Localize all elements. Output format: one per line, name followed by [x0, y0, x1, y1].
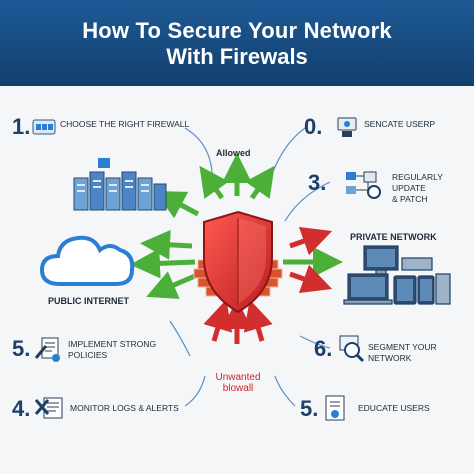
- title-line-2: With Firewals: [166, 44, 308, 69]
- step-3-label-line-1: REGULARLY UPDATE: [392, 172, 443, 193]
- step-4-number: 4.: [12, 396, 31, 421]
- server-rack-icon: [73, 158, 167, 211]
- firewall-shield-icon: [193, 210, 283, 314]
- step-5-educate-number: 5.: [300, 396, 319, 421]
- monitor-logs-icon: [34, 397, 63, 419]
- allowed-arrow-left-3: [130, 248, 196, 279]
- blocked-arrow-upright: [243, 299, 273, 342]
- step-5-policies-line-1: IMPLEMENT STRONG: [68, 339, 157, 349]
- step-3-label-line-2: & PATCH: [392, 194, 428, 204]
- allowed-arrow-upleft: [199, 165, 229, 200]
- step-0-number: 0.: [304, 114, 323, 139]
- firewall-choice-icon: [32, 119, 56, 135]
- allowed-label: Allowed: [216, 148, 251, 158]
- public-internet-label: PUBLIC INTERNET: [48, 296, 129, 306]
- step-6-label: SEGMENT YOUR NETWORK: [368, 342, 437, 363]
- educate-users-icon: [325, 395, 345, 421]
- allowed-arrows: [130, 153, 343, 344]
- secure-user-icon: [337, 117, 357, 137]
- step-5-educate-label: EDUCATE USERS: [358, 403, 430, 413]
- private-network-label: PRIVATE NETWORK: [350, 232, 437, 242]
- step-5-policies-number: 5.: [12, 336, 31, 361]
- unwanted-line-1: Unwanted: [215, 372, 261, 383]
- step-3-number: 3.: [308, 170, 327, 195]
- step-4-label: MONITOR LOGS & ALERTS: [70, 403, 179, 413]
- diagram-area: Allowed Unwanted blowall 1. CHOOSE THE R…: [0, 86, 474, 474]
- allowed-arrow-left-1: [154, 190, 200, 219]
- blocked-arrow-right-1: [289, 226, 333, 256]
- unwanted-line-2: blowall: [222, 383, 254, 394]
- unwanted-label: Unwanted blowall: [210, 372, 266, 394]
- title-banner: How To Secure Your Network With Firewals: [0, 0, 474, 86]
- blocked-arrow-right-2: [289, 264, 333, 294]
- step-3-label: REGULARLY UPDATE & PATCH: [392, 172, 474, 205]
- step-6-number: 6.: [314, 336, 333, 361]
- step-0-label: SENCATE USERP: [364, 119, 436, 129]
- step-1-label: CHOOSE THE RIGHT FIREWALL: [60, 119, 190, 129]
- private-network-devices-icon: [343, 245, 451, 305]
- cloud-icon: [39, 235, 135, 286]
- policy-tools-icon: [34, 337, 60, 362]
- blocked-arrow-upleft: [203, 299, 233, 342]
- allowed-arrow-upright: [245, 165, 275, 200]
- allowed-arrow-left-4: [146, 271, 196, 299]
- allowed-arrow-left-2: [140, 229, 193, 260]
- step-5-policies-label: IMPLEMENT STRONG POLICIES: [68, 339, 156, 361]
- step-5-policies-line-2: POLICIES: [68, 350, 108, 360]
- segment-search-icon: [339, 335, 365, 363]
- step-1-number: 1.: [12, 114, 31, 139]
- title-line-1: How To Secure Your Network: [82, 18, 392, 43]
- update-patch-icon: [346, 171, 381, 199]
